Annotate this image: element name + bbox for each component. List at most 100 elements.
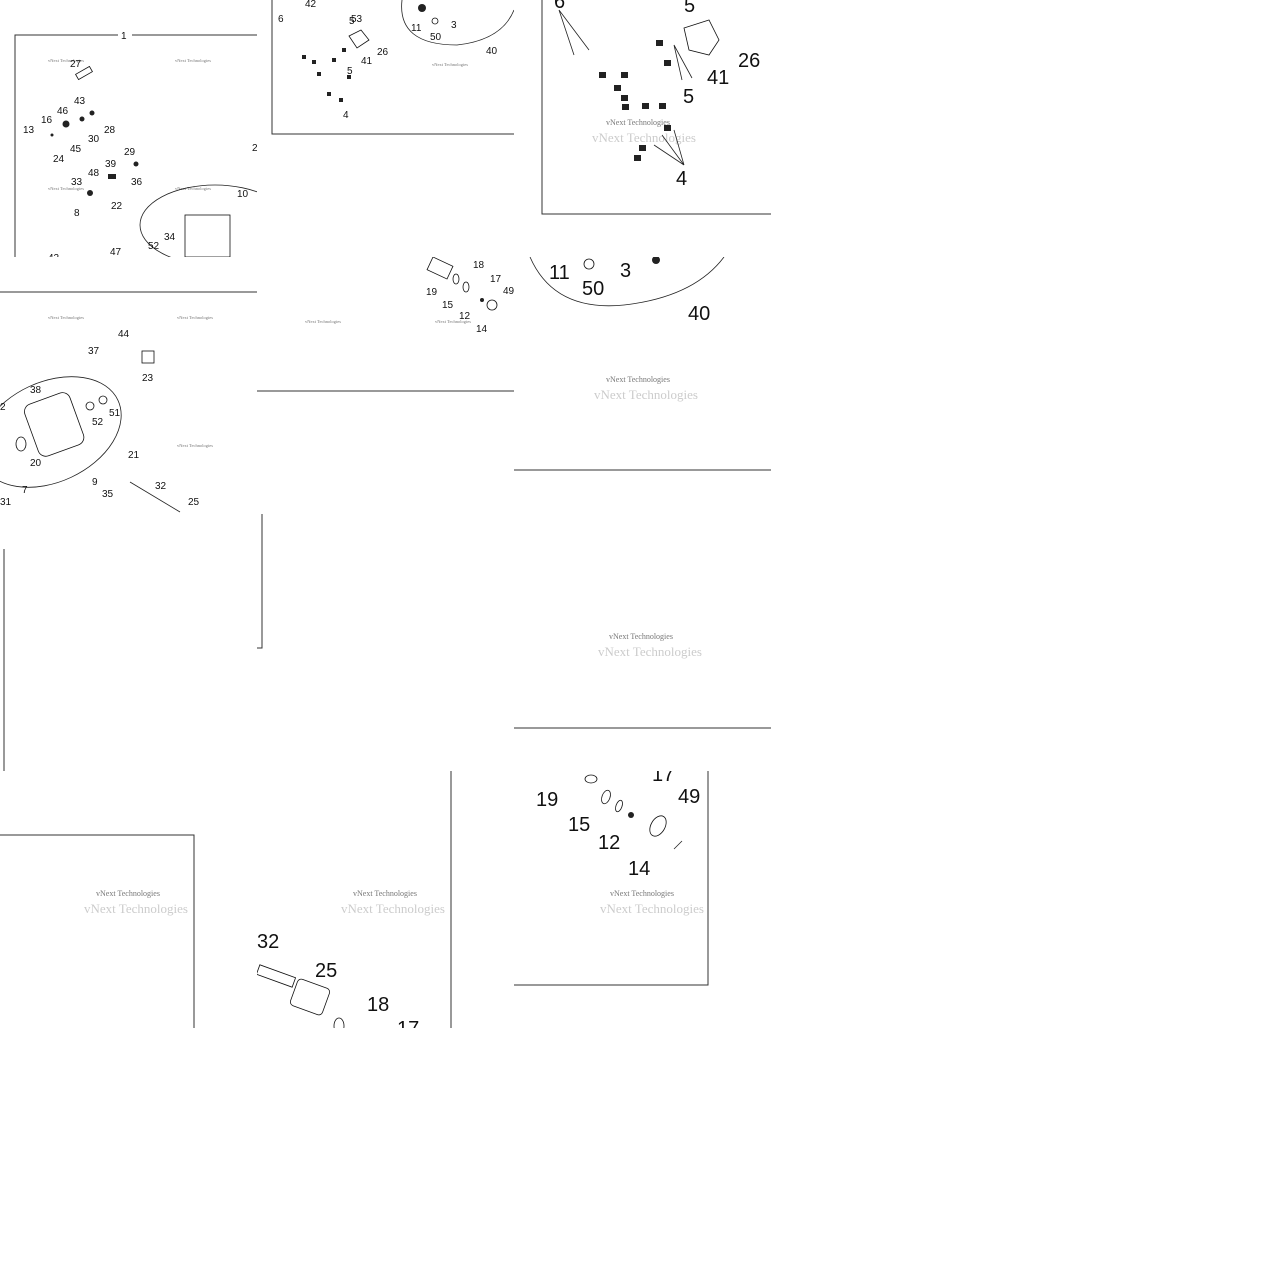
callout-label: 11 bbox=[411, 23, 422, 34]
diagram-frame bbox=[0, 834, 195, 1028]
callout-label: 27 bbox=[70, 59, 82, 70]
callout-label: 23 bbox=[142, 373, 154, 384]
callout-label: 48 bbox=[88, 168, 100, 179]
callout-label: 5 bbox=[347, 66, 353, 77]
callout-label: 15 bbox=[442, 300, 454, 311]
lever-part bbox=[87, 190, 93, 196]
callout-label: 43 bbox=[74, 96, 86, 107]
callout-label: 33 bbox=[71, 177, 83, 188]
watermark: vNext Technologies bbox=[48, 186, 84, 191]
callout-label: 39 bbox=[105, 159, 117, 170]
ring-part bbox=[133, 161, 139, 167]
watermark-shadow: vNext Technologies bbox=[84, 901, 188, 916]
diagram-frame bbox=[257, 514, 263, 649]
housing-outline bbox=[139, 184, 257, 257]
bolt-group bbox=[302, 48, 351, 102]
callouts: 27 43 46 16 13 30 28 45 24 29 48 39 36 3… bbox=[23, 59, 257, 257]
watermark: vNext Technologies bbox=[606, 375, 670, 384]
seal-part bbox=[98, 395, 108, 405]
callout-label: 25 bbox=[315, 960, 337, 982]
callout-label: 41 bbox=[361, 56, 373, 67]
watermark-shadow: vNext Technologies bbox=[341, 901, 445, 916]
gear-part bbox=[289, 978, 331, 1016]
callout-label: 52 bbox=[148, 241, 160, 252]
callout-label: 19 bbox=[426, 287, 438, 298]
callout-label: 41 bbox=[707, 67, 729, 89]
bolt-part bbox=[673, 840, 683, 850]
callout-label: 51 bbox=[109, 408, 121, 419]
callout-label: 35 bbox=[102, 489, 114, 500]
callout-label: 31 bbox=[0, 497, 12, 508]
bolt-group bbox=[599, 40, 671, 161]
housing-outline bbox=[0, 376, 122, 488]
callout-label: 5 bbox=[683, 86, 694, 108]
callout-label: 49 bbox=[678, 786, 700, 808]
diagram-tile-overview-right: vNext Technologies 42 53 5 6 26 41 5 4 1… bbox=[257, 0, 514, 257]
diagram-tile-pump-zoom: vNext Technologies vNext Technologies 6 … bbox=[514, 0, 771, 257]
pin-part bbox=[50, 133, 54, 137]
diagram-tile-shaft-parts: vNext Technologies vNext Technologies 18… bbox=[257, 257, 514, 514]
pin-part bbox=[480, 298, 484, 302]
diagram-frame bbox=[271, 0, 514, 135]
callout-label: 50 bbox=[430, 32, 442, 43]
ring-part bbox=[333, 1017, 345, 1028]
callout-label: 2 bbox=[0, 402, 6, 413]
ring-part bbox=[601, 789, 611, 805]
watermark: vNext Technologies bbox=[175, 186, 211, 191]
callout-label: 24 bbox=[53, 154, 65, 165]
diagram-tile-empty bbox=[0, 514, 257, 771]
callout-label: 10 bbox=[237, 189, 249, 200]
gear-part bbox=[62, 120, 70, 128]
callout-label: 19 bbox=[536, 789, 558, 811]
callout-label: 25 bbox=[188, 497, 200, 508]
callout-label: 15 bbox=[568, 814, 590, 836]
callout-label: 3 bbox=[620, 260, 631, 282]
shaft-part bbox=[75, 65, 93, 81]
gear-part bbox=[426, 257, 454, 280]
callout-label: 9 bbox=[92, 477, 98, 488]
callout-label: 5 bbox=[349, 16, 355, 27]
callout-label: 16 bbox=[41, 115, 53, 126]
housing-part bbox=[184, 214, 231, 257]
watermark: vNext Technologies bbox=[177, 443, 213, 448]
callout-label: 49 bbox=[503, 286, 514, 297]
callout-label: 21 bbox=[128, 450, 140, 461]
callout-label: 36 bbox=[131, 177, 143, 188]
shaft-part bbox=[129, 481, 181, 513]
watermark: vNext Technologies bbox=[48, 315, 84, 320]
callout-label: 26 bbox=[738, 50, 760, 72]
housing-part bbox=[24, 392, 85, 457]
ring-part bbox=[15, 436, 27, 452]
diagram-frame bbox=[14, 34, 257, 257]
bearing-part bbox=[79, 116, 85, 122]
callout-label: 4 bbox=[343, 110, 349, 121]
watermark: vNext Technologies bbox=[177, 315, 213, 320]
watermark: vNext Technologies bbox=[610, 889, 674, 898]
callout-label: 8 bbox=[74, 208, 80, 219]
callout-label: 37 bbox=[88, 346, 100, 357]
callout-label: 28 bbox=[104, 125, 116, 136]
callout-label: 7 bbox=[22, 485, 28, 496]
callout-label: 5 bbox=[684, 0, 695, 17]
ring-part bbox=[584, 774, 598, 784]
washer-part bbox=[431, 17, 439, 25]
watermark: vNext Technologies bbox=[606, 118, 670, 127]
callout-label: 47 bbox=[110, 247, 122, 257]
callout-label: 40 bbox=[688, 303, 710, 325]
callout-label: 6 bbox=[554, 0, 565, 13]
callout-label: 46 bbox=[57, 106, 69, 117]
frame-label: 1 bbox=[121, 31, 127, 42]
shaft-part bbox=[257, 964, 297, 988]
diagram-tile-housing: vNext Technologies vNext Technologies vN… bbox=[0, 257, 257, 514]
callout-label: 44 bbox=[118, 329, 130, 340]
washer-part bbox=[583, 258, 595, 270]
callout-label: 42 bbox=[48, 253, 60, 257]
callout-label: 53 bbox=[351, 14, 363, 25]
watermark: vNext Technologies bbox=[48, 58, 84, 63]
callout-label: 42 bbox=[305, 0, 317, 10]
callout-label: 2 bbox=[252, 143, 257, 154]
diagram-tile-blank-zoom: vNext Technologies vNext Technologies bbox=[0, 771, 257, 1028]
callout-label: 22 bbox=[111, 201, 123, 212]
seal-part bbox=[418, 4, 426, 12]
diagram-frame bbox=[514, 771, 709, 986]
